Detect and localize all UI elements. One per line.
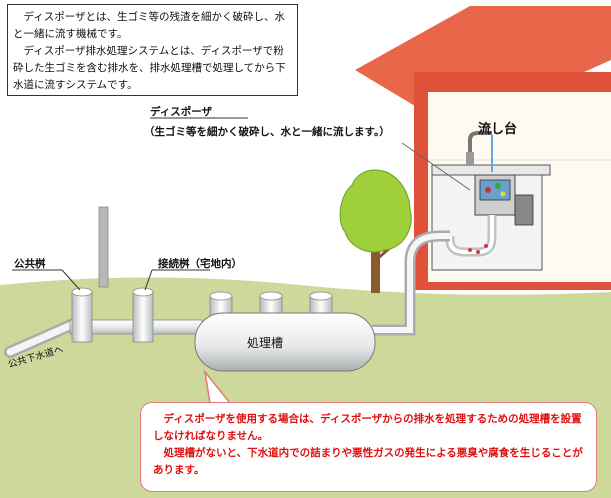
public-basin-label: 公共桝: [14, 258, 46, 270]
warning-callout: ディスポーザを使用する場合は、ディスポーザからの排水を処理するための処理槽を設置…: [140, 402, 597, 492]
connection-basin-label: 接続桝（宅地内）: [158, 258, 242, 270]
public-basin: [71, 291, 93, 343]
disposer-description-label: （生ゴミ等を細かく破砕し、水と一緒に流します。）: [144, 126, 390, 138]
disposer-title-label: ディスポーザ: [150, 106, 213, 118]
treatment-tank-label: 処理槽: [247, 336, 284, 350]
disposer-pointer: [401, 142, 471, 191]
tree-foliage: [339, 169, 412, 253]
intro-paragraph-1: ディスポーザとは、生ゴミ等の残渣を細かく破砕し、水と一緒に流す機械です。: [13, 11, 286, 40]
intro-text-box: ディスポーザとは、生ゴミ等の残渣を細かく破砕し、水と一緒に流す機械です。 ディス…: [7, 4, 298, 96]
treatment-tank: [194, 312, 376, 372]
faucet: [468, 131, 492, 155]
sink-label: 流し台: [478, 122, 518, 137]
fence-post: [98, 206, 109, 288]
warning-paragraph-2: 処理槽がないと、下水道内での詰まりや悪性ガスの発生による悪臭や腐食を生じることが…: [153, 447, 583, 476]
intro-paragraph-2: ディスポーザ排水処理システムとは、ディスポーザで粉砕した生ゴミを含む排水を、排水…: [13, 45, 286, 91]
warning-paragraph-1: ディスポーザを使用する場合は、ディスポーザからの排水を処理するための処理槽を設置…: [153, 413, 582, 442]
connection-basin: [132, 291, 154, 343]
